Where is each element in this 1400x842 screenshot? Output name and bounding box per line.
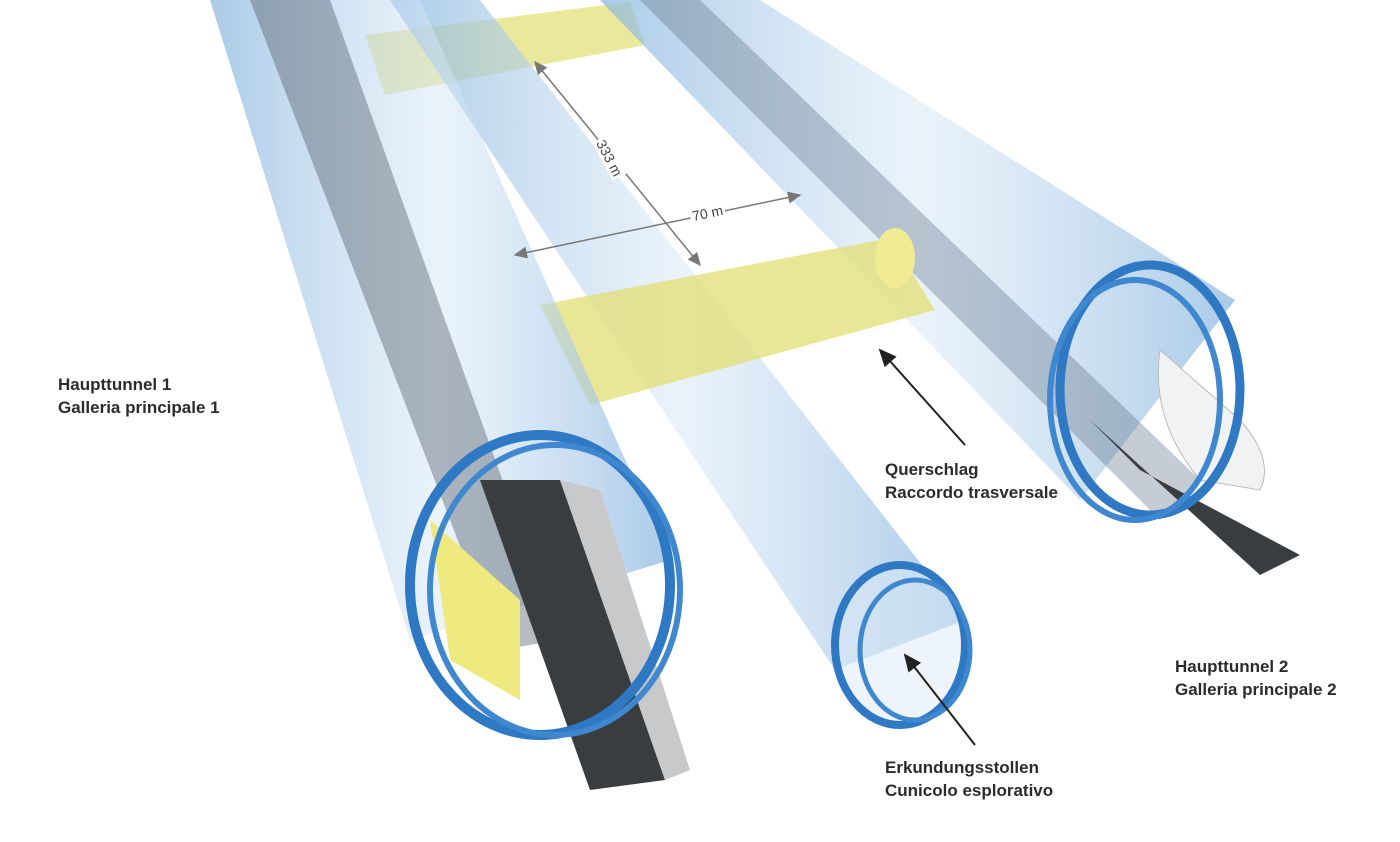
label-it: Galleria principale 1 xyxy=(58,398,220,417)
label-de: Haupttunnel 2 xyxy=(1175,657,1289,676)
label-de: Haupttunnel 1 xyxy=(58,375,172,394)
label-haupttunnel-2: Haupttunnel 2 Galleria principale 2 xyxy=(1175,655,1337,701)
train xyxy=(1157,349,1265,491)
main-tunnel-1 xyxy=(210,0,690,790)
crosspassage-arrow xyxy=(878,348,966,446)
label-erkundungsstollen: Erkundungsstollen Cunicolo esplorativo xyxy=(885,756,1053,802)
label-haupttunnel-1: Haupttunnel 1 Galleria principale 1 xyxy=(58,373,220,419)
label-it: Galleria principale 2 xyxy=(1175,680,1337,699)
label-querschlag: Querschlag Raccordo trasversale xyxy=(885,458,1058,504)
label-de: Querschlag xyxy=(885,460,979,479)
label-de: Erkundungsstollen xyxy=(885,758,1039,777)
label-it: Cunicolo esplorativo xyxy=(885,781,1054,800)
main-tunnel-2 xyxy=(600,0,1300,575)
exploratory-arrow xyxy=(903,653,976,746)
cross-passage-lower xyxy=(540,238,935,405)
dimension-line-70m xyxy=(513,191,802,259)
label-it: Raccordo trasversale xyxy=(885,483,1058,502)
